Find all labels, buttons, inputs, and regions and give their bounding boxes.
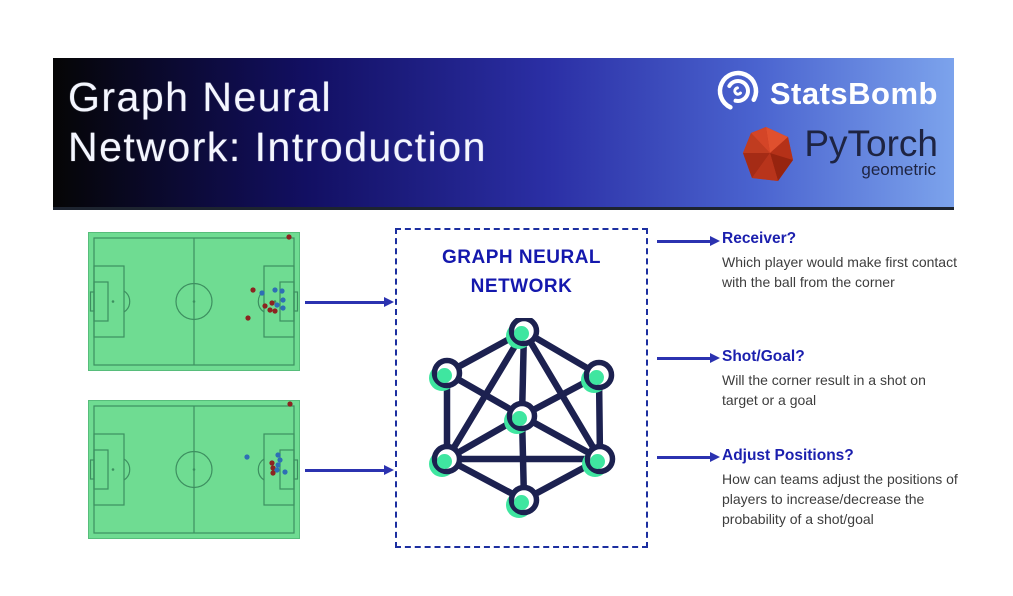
annotation-shot-goal: Shot/Goal? Will the corner result in a s… bbox=[722, 348, 962, 410]
annotation-adjust-positions-body: How can teams adjust the positions of pl… bbox=[722, 471, 958, 528]
annotation-adjust-positions-title: Adjust Positions? bbox=[722, 447, 854, 464]
statsbomb-wordmark: StatsBomb bbox=[769, 75, 938, 111]
annotation-adjust-positions: Adjust Positions? How can teams adjust t… bbox=[722, 447, 962, 529]
gnn-title-line1: GRAPH NEURAL bbox=[441, 247, 602, 268]
header-banner: Graph Neural Network: Introduction Stats… bbox=[53, 58, 954, 210]
logo-group: StatsBomb PyTorch geometric bbox=[715, 68, 938, 190]
arrow-pitch2-to-gnn-icon bbox=[305, 465, 394, 475]
pytorch-wordmark: PyTorch bbox=[804, 123, 938, 164]
player-dots bbox=[245, 234, 292, 321]
statsbomb-radar-icon bbox=[715, 68, 761, 119]
statsbomb-logo: StatsBomb bbox=[715, 68, 938, 119]
arrow-gnn-to-adjust-icon bbox=[657, 452, 720, 462]
pytorch-geometric-logo: PyTorch geometric bbox=[740, 125, 938, 190]
arrow-gnn-to-receiver-icon bbox=[657, 236, 720, 246]
pytorch-gem-icon bbox=[740, 125, 796, 190]
annotation-receiver-body: Which player would make first contact wi… bbox=[722, 254, 957, 291]
annotation-receiver: Receiver? Which player would make first … bbox=[722, 230, 962, 292]
gnn-box-title: GRAPH NEURAL NETWORK bbox=[397, 244, 646, 301]
football-pitch-1 bbox=[88, 232, 300, 371]
gnn-graph-icon bbox=[429, 318, 616, 518]
gnn-title-line2: NETWORK bbox=[470, 275, 573, 297]
page-title-line1: Graph Neural bbox=[68, 74, 333, 120]
gnn-box: GRAPH NEURAL NETWORK bbox=[395, 228, 648, 548]
page-title-line2: Network: Introduction bbox=[68, 124, 487, 171]
player-dots bbox=[244, 401, 293, 476]
arrow-pitch1-to-gnn-icon bbox=[305, 297, 394, 307]
arrow-gnn-to-shotgoal-icon bbox=[657, 353, 720, 363]
annotation-receiver-title: Receiver? bbox=[722, 230, 797, 247]
page-title: Graph Neural Network: Introduction bbox=[68, 72, 487, 172]
annotation-shot-goal-body: Will the corner result in a shot on targ… bbox=[722, 372, 926, 409]
annotation-shot-goal-title: Shot/Goal? bbox=[722, 348, 805, 365]
football-pitch-2 bbox=[88, 400, 300, 539]
pytorch-geometric-label: geometric bbox=[861, 160, 936, 179]
